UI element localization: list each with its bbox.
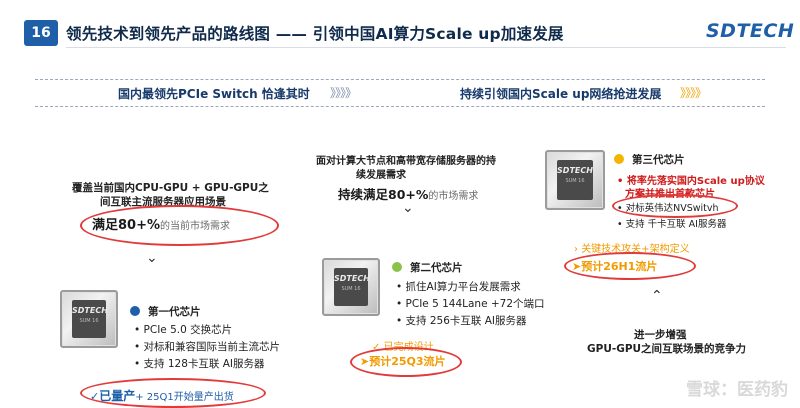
chevrons-left-icon: 》》》》: [330, 86, 357, 100]
gen1-status: ✓已量产+ 25Q1开始量产出货: [90, 385, 234, 404]
gen3-bullet-1-line1: • 将率先落实国内Scale up协议: [617, 176, 765, 187]
col1-demand: 满足80+%的当前市场需求: [92, 214, 230, 233]
gen3-chip-code: SUM 16: [565, 178, 585, 184]
check-icon: ✓: [372, 342, 381, 353]
gen2-dot-icon: [392, 262, 402, 272]
gen1-chip-image: SDTECH SUM 16: [60, 290, 118, 348]
gen3-dot-icon: [614, 154, 624, 164]
col1-intro-line1: 覆盖当前国内CPU-GPU + GPU-GPU之: [72, 182, 269, 194]
gen2-chip-image: SDTECH SUM 16: [322, 258, 380, 316]
gen3-enhance-line2: GPU-GPU之间互联场景的竞争力: [587, 343, 747, 355]
timeline-right-label: 持续引领国内Scale up网络抢进发展: [460, 87, 662, 101]
header-divider: [66, 47, 786, 48]
gen3-tapeout: ➤预计26H1流片: [572, 260, 658, 273]
gen1-chip-die: SDTECH SUM 16: [72, 300, 108, 338]
gen3-chip-die: SDTECH SUM 16: [557, 160, 593, 200]
timeline-left-label: 国内最领先PCIe Switch 恰逢其时: [118, 87, 310, 101]
col2-demand-big: 持续满足80+%: [338, 187, 429, 202]
arrow-right-icon: ➤: [360, 355, 370, 368]
gen2-bullet-3: • 支持 256卡互联 AI服务器: [396, 315, 527, 327]
col2-demand: 持续满足80+%的市场需求: [338, 184, 478, 203]
gen3-tapeout-oval: [564, 252, 696, 280]
gen2-title: 第二代芯片: [410, 262, 463, 274]
gen2-tapeout-oval: [350, 347, 462, 377]
slide-number-badge: 16: [24, 20, 58, 46]
gen1-dot-icon: [130, 306, 140, 316]
col1-demand-small: 的当前市场需求: [160, 221, 231, 232]
gen1-bullet-1: • PCIe 5.0 交换芯片: [134, 324, 233, 336]
gen3-chip-logo: SDTECH: [557, 166, 593, 175]
chevron-right-icon: ›: [574, 244, 578, 255]
col1-down-arrow-icon: ⌄: [146, 250, 158, 266]
gen1-title: 第一代芯片: [148, 306, 201, 318]
gen3-chip-image: SDTECH SUM 16: [545, 150, 605, 210]
gen1-bullet-3: • 支持 128卡互联 AI服务器: [134, 358, 265, 370]
check-icon: ✓: [90, 390, 100, 403]
gen3-title: 第三代芯片: [632, 154, 685, 166]
gen1-chip-logo: SDTECH: [72, 306, 108, 315]
gen3-enhance-line1: 进一步增强: [634, 329, 687, 341]
col2-demand-small: 的市场需求: [428, 191, 479, 202]
watermark: 雪球：医药豹: [686, 380, 788, 400]
slide-title: 领先技术到领先产品的路线图 —— 引领中国AI算力Scale up加速发展: [66, 25, 564, 43]
gen3-nvswitch-oval: [612, 194, 738, 218]
gen2-chip-code: SUM 16: [341, 286, 361, 292]
company-logo: SDTECH: [706, 20, 795, 42]
col2-down-arrow-icon: ⌄: [402, 200, 414, 216]
chevrons-right-icon: 》》》》: [680, 86, 707, 100]
gen2-chip-die: SDTECH SUM 16: [334, 268, 370, 306]
col3-up-arrow-icon: ⌃: [651, 288, 663, 304]
gen1-status-big: 已量产: [99, 389, 136, 403]
gen2-bullet-2: • PCIe 5 144Lane +72个端口: [396, 298, 545, 310]
timeline-bar: [35, 79, 765, 107]
gen3-tech: › 关键技术攻关+架构定义: [574, 244, 690, 255]
gen1-bullet-2: • 对标和兼容国际当前主流芯片: [134, 341, 281, 353]
col2-intro-line1: 面对计算大节点和高带宽存储服务器的持: [316, 156, 496, 167]
col1-demand-big: 满足80+%: [92, 218, 161, 233]
col1-demand-oval: [80, 205, 279, 246]
gen3-bullet-3: • 支持 千卡互联 AI服务器: [617, 219, 727, 230]
gen2-chip-logo: SDTECH: [334, 274, 370, 283]
gen2-bullet-1: • 抓住AI算力平台发展需求: [396, 281, 521, 293]
gen3-bullet-2: • 对标英伟达NVSwitvh: [617, 203, 719, 214]
arrow-right-icon: ➤: [572, 260, 582, 273]
col2-intro-line2: 续发展需求: [356, 170, 406, 181]
gen1-status-small: + 25Q1开始量产出货: [135, 392, 234, 403]
gen2-tapeout: ➤预计25Q3流片: [360, 355, 446, 368]
gen1-chip-code: SUM 16: [79, 318, 99, 324]
